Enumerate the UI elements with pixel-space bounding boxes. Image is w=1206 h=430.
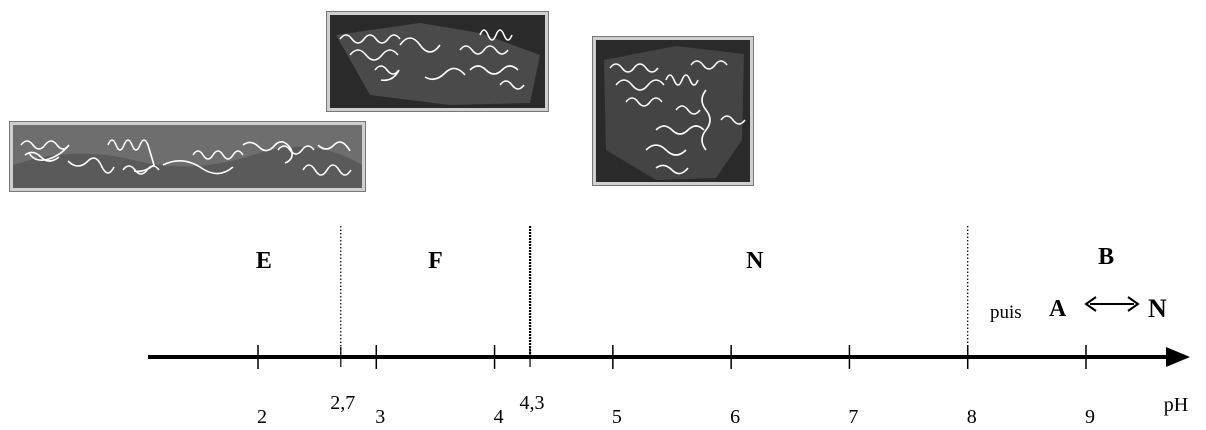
tick-label: 3 [375,406,386,428]
boundary-label-2-7: 2,7 [330,392,356,414]
axis-unit-label: pH [1163,394,1189,416]
extended-ribbon-drawing [13,125,362,188]
region-label-n: N [746,248,764,274]
region-label-f: F [428,248,443,274]
native-ribbon-drawing [596,40,750,182]
fast-form-image [326,11,549,112]
equilibrium-prefix: puis [990,302,1022,323]
double-headed-arrow-icon [1084,296,1140,312]
tick-label: 8 [966,406,977,428]
equilibrium-to-state: N [1148,294,1167,323]
region-label-b: B [1098,244,1115,270]
tick-label: 2 [257,406,267,428]
tick-label: 4 [493,406,504,428]
tick-label: 9 [1085,406,1095,428]
tick-marks [257,345,1087,369]
tick-label: 5 [611,406,622,428]
region-label-e: E [255,248,272,274]
tick-label: 7 [848,406,859,428]
native-form-image [592,36,754,186]
extended-form-image [9,121,366,192]
boundary-lines [340,226,969,357]
fast-ribbon-drawing [330,15,545,108]
ph-axis-arrowhead [1166,347,1190,367]
boundary-label-4-3: 4,3 [519,392,545,414]
equilibrium-from-state: A [1049,296,1067,322]
tick-label: 6 [730,406,741,428]
